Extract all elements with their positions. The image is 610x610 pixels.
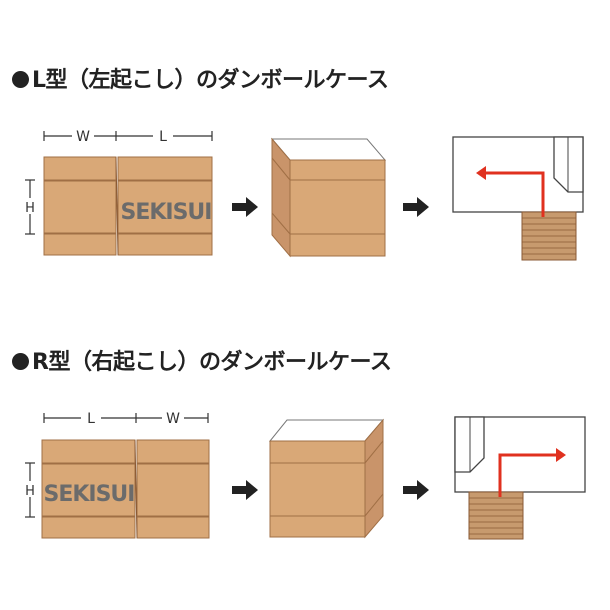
flat-box-r-type: L W H SEKISUI xyxy=(23,409,210,539)
machine-r-type xyxy=(454,416,586,540)
dim-label-l: L xyxy=(87,411,95,427)
dim-label-w: W xyxy=(166,411,180,427)
section-title-r-type: R型（右起こし）のダンボールケース xyxy=(12,344,392,376)
brand-label: SEKISUI xyxy=(43,482,134,507)
section-title-l-type: L型（左起こし）のダンボールケース xyxy=(12,62,389,94)
right-arrow-icon xyxy=(403,197,429,217)
flat-box-l-type: W L H SEKISUI xyxy=(23,127,213,256)
flow-arrow-icon xyxy=(498,453,557,497)
erected-box-l-type xyxy=(270,137,387,258)
brand-label: SEKISUI xyxy=(120,200,211,225)
dim-label-h: H xyxy=(25,201,35,216)
dim-label-w: W xyxy=(76,129,90,145)
bullet-icon xyxy=(12,71,29,88)
right-arrow-icon xyxy=(232,480,258,500)
dim-label-h: H xyxy=(25,484,35,499)
right-arrow-icon xyxy=(403,480,429,500)
bullet-icon xyxy=(12,353,29,370)
flow-arrow-icon xyxy=(484,171,545,217)
right-arrow-icon xyxy=(232,197,258,217)
erected-box-r-type xyxy=(268,418,385,539)
machine-l-type xyxy=(452,136,584,261)
dim-label-l: L xyxy=(159,129,167,145)
